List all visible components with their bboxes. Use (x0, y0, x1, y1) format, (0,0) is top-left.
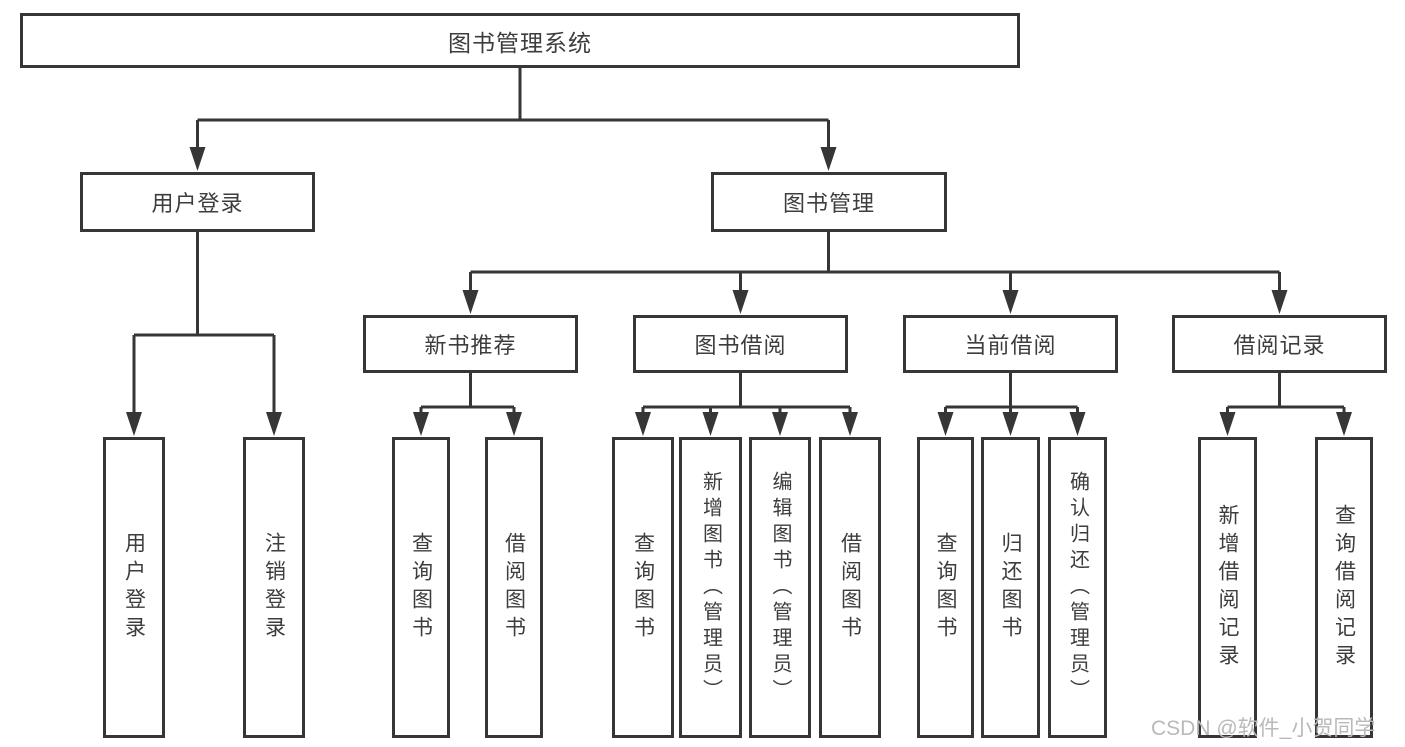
leaf-query-book-borrow: 查询图书 (612, 437, 674, 738)
leaf-label: 编辑图书（管理员） (769, 470, 791, 705)
leaf-label: 查询借阅记录 (1332, 503, 1356, 672)
leaf-borrow-book: 借阅图书 (819, 437, 881, 738)
node-new-book-recommend: 新书推荐 (363, 315, 578, 373)
leaf-query-book-current: 查询图书 (917, 437, 974, 738)
leaf-label: 查询图书 (934, 531, 957, 644)
leaf-borrow-book-recommend: 借阅图书 (485, 437, 543, 738)
leaf-logout-login: 注销登录 (243, 437, 305, 738)
leaf-edit-book-admin: 编辑图书（管理员） (749, 437, 811, 738)
leaf-query-book-recommend: 查询图书 (392, 437, 450, 738)
leaf-label: 借阅图书 (502, 531, 526, 644)
leaf-label: 新增借阅记录 (1216, 503, 1239, 672)
leaf-add-borrow-record: 新增借阅记录 (1198, 437, 1257, 738)
leaf-label: 用户登录 (122, 531, 146, 644)
leaf-label: 借阅图书 (838, 531, 862, 644)
leaf-label: 归还图书 (999, 531, 1022, 644)
leaf-label: 查询图书 (631, 531, 655, 644)
node-borrow-records: 借阅记录 (1172, 315, 1387, 373)
node-library-management-system: 图书管理系统 (20, 13, 1020, 68)
node-book-borrow: 图书借阅 (633, 315, 848, 373)
leaf-add-book-admin: 新增图书（管理员） (679, 437, 742, 738)
node-user-login: 用户登录 (80, 172, 315, 232)
leaf-return-book: 归还图书 (981, 437, 1040, 738)
leaf-user-login: 用户登录 (103, 437, 165, 738)
leaf-label: 查询图书 (409, 531, 433, 644)
leaf-query-borrow-record: 查询借阅记录 (1315, 437, 1373, 738)
node-current-borrow: 当前借阅 (903, 315, 1118, 373)
leaf-confirm-return-admin: 确认归还（管理员） (1048, 437, 1107, 738)
leaf-label: 新增图书（管理员） (699, 470, 722, 705)
node-book-management: 图书管理 (711, 172, 947, 232)
leaf-label: 注销登录 (262, 531, 286, 644)
leaf-label: 确认归还（管理员） (1066, 470, 1089, 705)
csdn-watermark: CSDN @软件_小贺同学 (1151, 717, 1376, 740)
